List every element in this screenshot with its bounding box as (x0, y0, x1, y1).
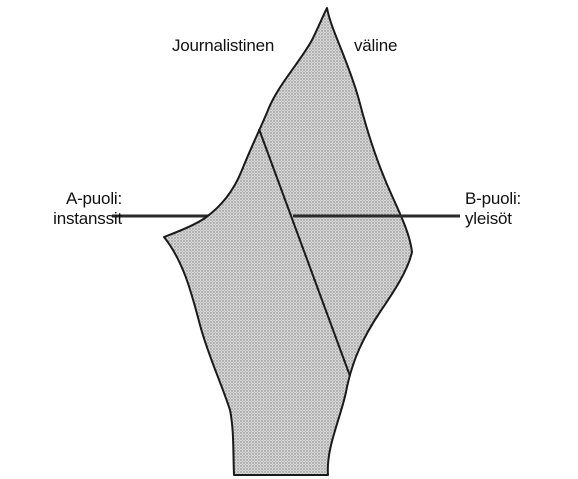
side-a-label: A-puoli: instanssit (12, 189, 122, 229)
side-a-label-line1: A-puoli: (12, 189, 122, 209)
title-journalistinen: Journalistinen (172, 36, 274, 56)
journalistic-medium-shape (164, 8, 412, 475)
title-valine: väline (354, 36, 397, 56)
side-a-label-line2: instanssit (12, 209, 122, 229)
side-b-label: B-puoli: yleisöt (465, 189, 575, 229)
side-b-label-line2: yleisöt (465, 209, 575, 229)
side-b-label-line1: B-puoli: (465, 189, 575, 209)
